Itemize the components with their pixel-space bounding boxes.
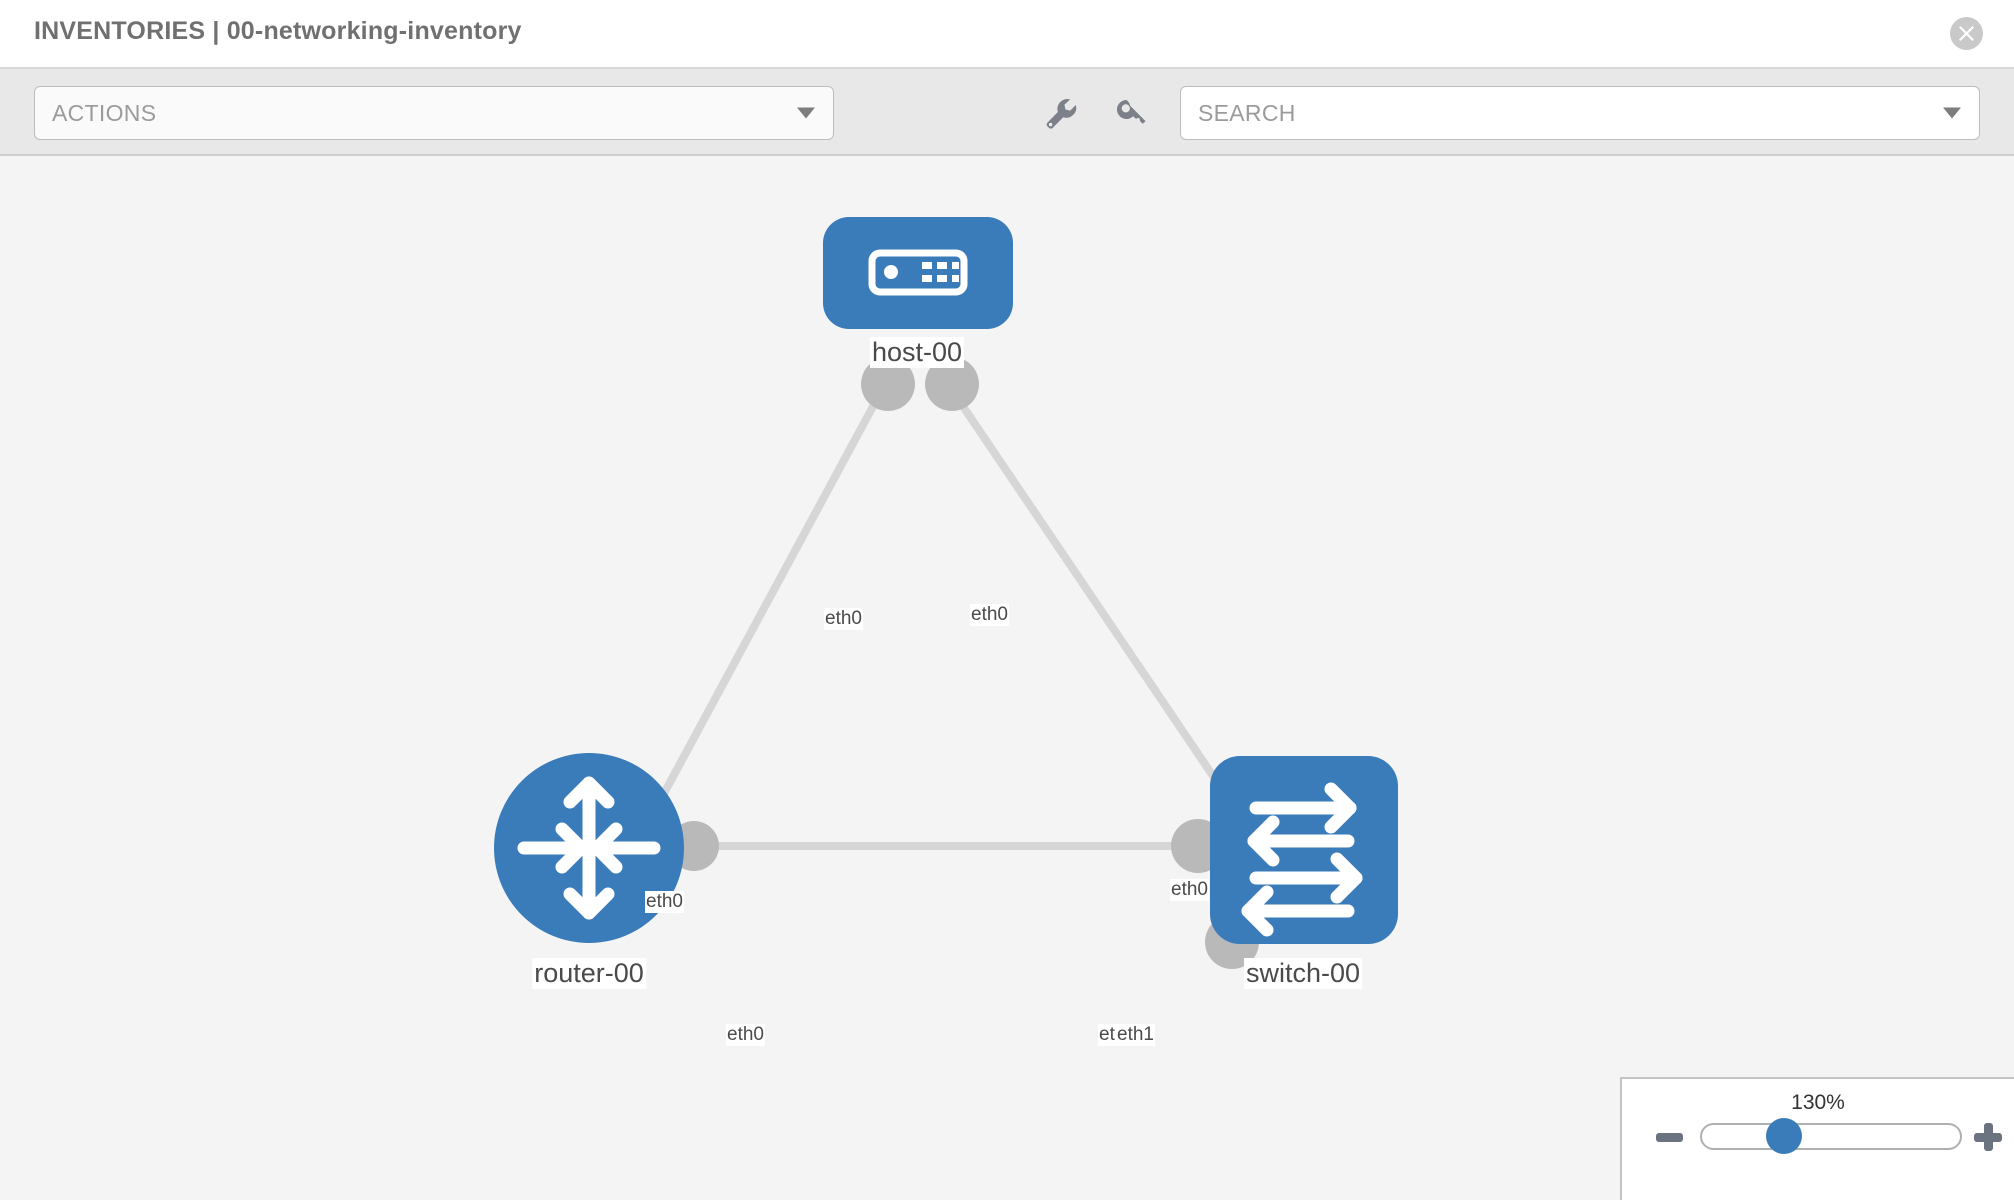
endpoint-host00-left[interactable] xyxy=(861,357,915,411)
search-input[interactable]: SEARCH xyxy=(1180,86,1980,140)
switch-arrows-icon xyxy=(1241,782,1363,937)
server-device-icon xyxy=(868,249,968,296)
actions-dropdown-label: ACTIONS xyxy=(52,99,157,126)
page-header: INVENTORIES | 00-networking-inventory xyxy=(0,0,2014,69)
endpoint-host00-right[interactable] xyxy=(925,357,979,411)
node-label-switch-00: switch-00 xyxy=(1243,958,1363,989)
zoom-control-panel: 130% xyxy=(1620,1077,2014,1200)
zoom-out-button[interactable] xyxy=(1656,1133,1683,1142)
chevron-down-icon xyxy=(1943,107,1961,119)
interface-label: eth1 xyxy=(1116,1024,1155,1046)
topology-links xyxy=(644,396,1236,850)
link-host00-router00[interactable] xyxy=(644,397,881,825)
node-label-router-00: router-00 xyxy=(532,958,646,989)
node-host-00[interactable] xyxy=(823,217,1013,329)
zoom-slider-thumb[interactable] xyxy=(1766,1118,1802,1154)
link-host00-switch00[interactable] xyxy=(954,396,1236,807)
search-placeholder: SEARCH xyxy=(1198,99,1296,126)
interface-label: eth0 xyxy=(1170,879,1209,901)
page-title: INVENTORIES | 00-networking-inventory xyxy=(34,17,522,45)
interface-label: eth0 xyxy=(970,604,1009,626)
topology-canvas[interactable]: host-00 router-00 switch-00 eth0 eth0 et… xyxy=(0,156,2014,1200)
zoom-slider-track[interactable] xyxy=(1700,1123,1962,1150)
node-router-00[interactable] xyxy=(494,753,684,943)
interface-label: eth0 xyxy=(645,891,684,913)
node-label-host-00: host-00 xyxy=(869,337,965,368)
link-endpoints xyxy=(623,357,1259,969)
zoom-in-button[interactable] xyxy=(1974,1123,2002,1151)
interface-label: eth0 xyxy=(726,1024,765,1046)
topology-graph xyxy=(494,217,1398,969)
wrench-icon[interactable] xyxy=(1038,91,1082,135)
four-way-arrow-icon xyxy=(517,776,661,920)
zoom-level-value: 130% xyxy=(1791,1091,1845,1114)
chevron-down-icon xyxy=(797,107,815,119)
node-switch-00[interactable] xyxy=(1210,756,1398,944)
actions-dropdown[interactable]: ACTIONS xyxy=(34,86,834,140)
key-icon[interactable] xyxy=(1110,91,1154,135)
toolbar: ACTIONS SEARCH xyxy=(0,69,2014,156)
interface-label: eth0 xyxy=(824,608,863,630)
close-icon[interactable] xyxy=(1950,17,1983,50)
